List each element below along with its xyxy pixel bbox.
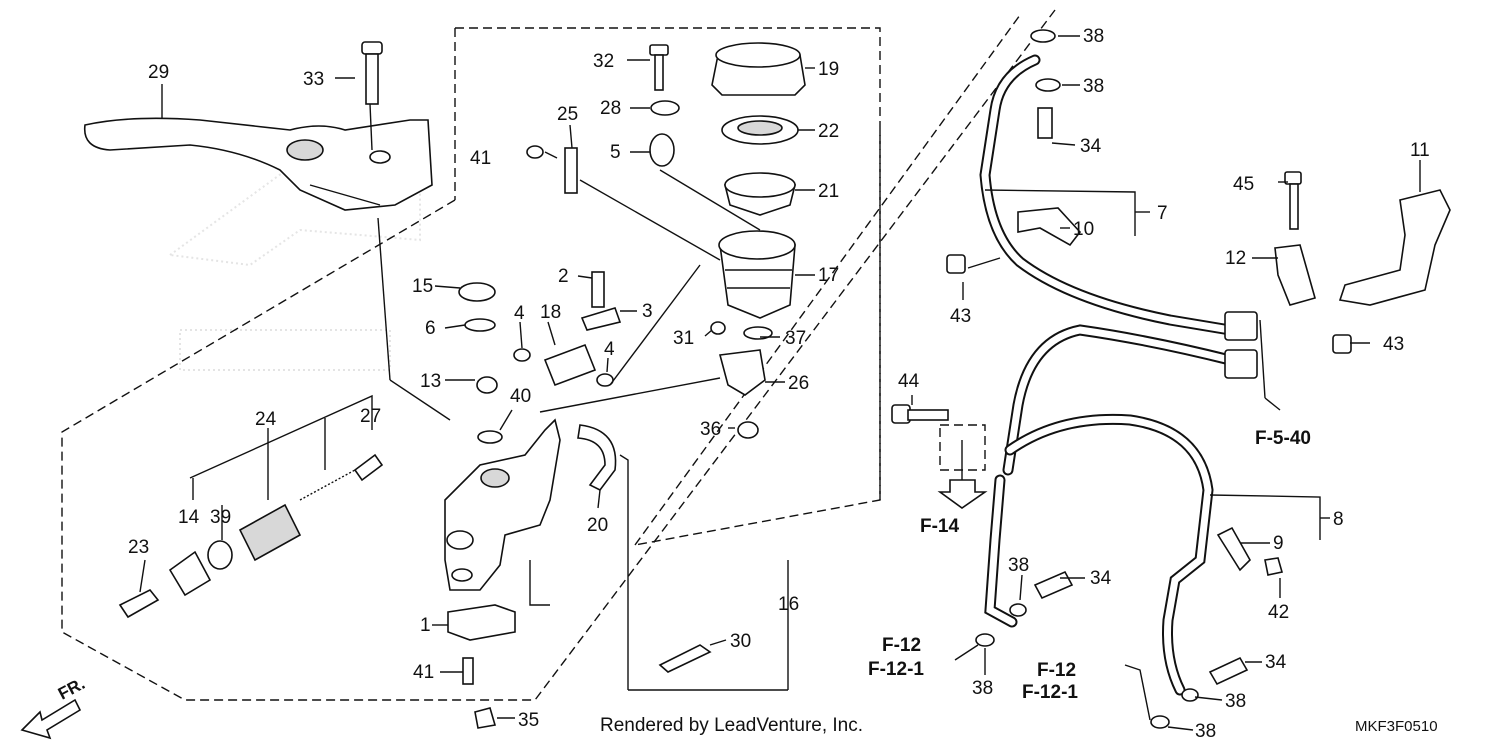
part-label-4: 4 [514, 303, 525, 324]
brake-lever [83, 117, 433, 211]
ref-f-12-a: F-12 [882, 635, 921, 656]
piston-assembly [118, 453, 384, 619]
part-label-7: 7 [1157, 203, 1168, 224]
part-label-24: 24 [255, 409, 277, 430]
brake-light-switch [447, 604, 516, 641]
front-direction-arrow: FR. [20, 674, 88, 740]
part-label-21: 21 [818, 181, 839, 202]
part-label-3: 3 [642, 301, 653, 322]
ref-f-5-40: F-5-40 [1255, 428, 1311, 449]
reservoir-diaphragm [723, 172, 797, 216]
small-fittings [458, 145, 726, 729]
part-label-38-f: 38 [1195, 721, 1216, 742]
part-label-22: 22 [818, 121, 839, 142]
part-label-44: 44 [898, 371, 920, 392]
reservoir-hose [543, 343, 617, 492]
part-label-5: 5 [610, 142, 621, 163]
part-label-35: 35 [518, 710, 539, 731]
part-label-34-c: 34 [1265, 652, 1287, 673]
part-label-40: 40 [510, 386, 531, 407]
section-references: F-5-40 F-14 F-12 F-12-1 F-12 F-12-1 [868, 428, 1311, 703]
part-label-42: 42 [1268, 602, 1289, 623]
part-label-2: 2 [558, 266, 569, 287]
part-label-16: 16 [778, 594, 799, 615]
part-label-34-b: 34 [1090, 568, 1112, 589]
ref-f-12-1-b: F-12-1 [1022, 682, 1078, 703]
part-label-38-c: 38 [1008, 555, 1029, 576]
part-label-12: 12 [1225, 248, 1246, 269]
part-labels: 1 2 3 4 4 5 6 7 8 9 10 11 12 13 14 15 16… [128, 26, 1430, 742]
part-label-36: 36 [700, 419, 721, 440]
part-label-33: 33 [303, 69, 324, 90]
part-label-30: 30 [730, 631, 751, 652]
ref-f-14: F-14 [920, 516, 960, 537]
part-label-8: 8 [1333, 509, 1344, 530]
assembly-boundaries [61, 9, 1056, 701]
part-label-38: 38 [1083, 26, 1104, 47]
part-label-29: 29 [148, 62, 169, 83]
part-label-38-d: 38 [972, 678, 993, 699]
ref-f-12-1-a: F-12-1 [868, 659, 924, 680]
part-label-41-b: 41 [413, 662, 434, 683]
part-label-15: 15 [412, 276, 433, 297]
leader-lines-left [139, 59, 815, 719]
part-label-39: 39 [210, 507, 231, 528]
part-label-38-e: 38 [1225, 691, 1246, 712]
upper-left-hose [1002, 324, 1236, 476]
part-label-18: 18 [540, 302, 561, 323]
part-label-43: 43 [950, 306, 971, 327]
part-label-25: 25 [557, 104, 578, 125]
upper-brake-hose [979, 54, 1236, 336]
ref-f-12-b: F-12 [1037, 660, 1076, 681]
part-label-27: 27 [360, 406, 381, 427]
part-label-32: 32 [593, 51, 614, 72]
lower-left-hose [984, 474, 1018, 628]
master-cylinder-body [444, 418, 561, 591]
pivot-bolt [361, 41, 383, 105]
reservoir-tank [718, 230, 796, 319]
part-label-23: 23 [128, 537, 149, 558]
part-label-14: 14 [178, 507, 200, 528]
reservoir-plate [721, 115, 799, 145]
diagram-code: MKF3F0510 [1355, 718, 1438, 735]
part-label-17: 17 [818, 265, 839, 286]
part-label-34: 34 [1080, 136, 1102, 157]
part-label-19: 19 [818, 59, 839, 80]
part-label-38-b: 38 [1083, 76, 1104, 97]
part-label-45: 45 [1233, 174, 1254, 195]
reservoir-bolt [649, 44, 680, 167]
part-label-43-b: 43 [1383, 334, 1404, 355]
bracket-right [1274, 189, 1451, 306]
reservoir-cap [711, 42, 806, 96]
render-credit: Rendered by LeadVenture, Inc. [600, 715, 863, 736]
part-label-20: 20 [587, 515, 608, 536]
part-label-28: 28 [600, 98, 621, 119]
lower-right-hose [1004, 413, 1214, 696]
part-label-11: 11 [1410, 140, 1430, 161]
direction-label: FR. [55, 674, 88, 704]
part-label-26: 26 [788, 373, 809, 394]
hose-clamps [1017, 207, 1258, 572]
part-label-4-b: 4 [604, 339, 615, 360]
part-label-6: 6 [425, 318, 436, 339]
part-label-31: 31 [673, 328, 694, 349]
part-label-10: 10 [1073, 219, 1094, 240]
part-label-9: 9 [1273, 533, 1284, 554]
part-label-37: 37 [785, 328, 806, 349]
leader-lines-right [911, 35, 1421, 731]
hose-joint [718, 326, 773, 439]
part-label-1: 1 [420, 615, 431, 636]
part-label-41: 41 [470, 148, 491, 169]
part-label-13: 13 [420, 371, 441, 392]
